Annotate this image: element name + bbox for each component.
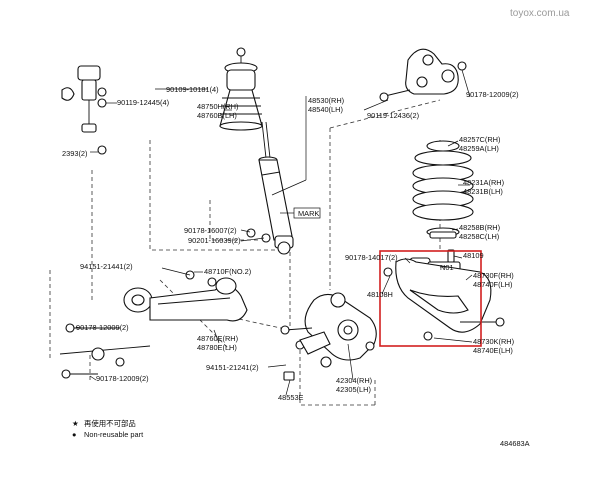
label-94151-21441: 94151-21441(2) (80, 262, 133, 271)
legend-text-jp: 再使用不可部品 (84, 419, 136, 428)
label-48740F: 48740F(LH) (473, 280, 512, 289)
label-48108H: 48108H (367, 290, 393, 299)
label-90178-12009-left: 90178-12009(2) (76, 323, 129, 332)
label-mark: MARK (298, 209, 319, 218)
stabilizer-link-part (61, 65, 107, 155)
legend: ★ 再使用不可部品 ● Non-reusable part (72, 419, 143, 439)
highlight-box (379, 250, 482, 347)
label-90109-10181: 90109-10181(4) (166, 85, 219, 94)
label-48780E: 48780E(LH) (197, 343, 237, 352)
label-48231B: 48231B(LH) (463, 187, 503, 196)
label-90119-12445: 90119-12445(4) (117, 98, 169, 107)
label-N01: N01 (440, 263, 454, 272)
label-90178-14017: 90178-14017(2) (345, 253, 398, 262)
shock-upper-mount-part (219, 47, 263, 131)
label-48553E: 48553E (278, 393, 304, 402)
label-42304: 42304(RH) (336, 376, 372, 385)
label-48258B: 48258B(RH) (459, 223, 500, 232)
label-48258C: 48258C(LH) (459, 232, 499, 241)
label-90178-12009-bottom: 90178-12009(2) (96, 374, 149, 383)
legend-symbol-dot: ● (72, 430, 76, 439)
diagram-id: 484683A (500, 439, 530, 448)
mark-callout: MARK (293, 207, 321, 219)
label-2393: 2393(2) (62, 149, 87, 158)
shock-absorber-part (246, 121, 294, 255)
label-48259A: 48259A(LH) (459, 144, 499, 153)
label-48540: 48540(LH) (308, 105, 343, 114)
label-48730K: 48730K(RH) (473, 337, 514, 346)
label-48231A: 48231A(RH) (463, 178, 504, 187)
legend-text-en: Non-reusable part (84, 430, 143, 439)
upper-bracket-part (379, 48, 467, 102)
coil-spring-part (412, 140, 474, 239)
label-48760B: 48760B(LH) (197, 111, 237, 120)
leader-lines (75, 69, 473, 396)
label-90201-16039: 90201-16039(2) (188, 236, 241, 245)
label-48109: 48109 (463, 251, 484, 260)
label-90119-12436: 90119-12436(2) (367, 111, 419, 120)
knuckle-part (280, 292, 377, 381)
label-48730F: 48730F(RH) (473, 271, 514, 280)
part-labels: 90109-10181(4) 90119-12445(4) 2393(2) 48… (62, 85, 519, 402)
watermark: toyox.com.ua (510, 8, 570, 19)
label-94151-21241: 94151-21241(2) (206, 363, 259, 372)
label-48740E: 48740E(LH) (473, 346, 513, 355)
label-48257C: 48257C(RH) (459, 135, 501, 144)
label-48710F: 48710F(NO.2) (204, 267, 251, 276)
label-48750H: 48750H(RH) (197, 102, 239, 111)
label-48760E: 48760E(RH) (197, 334, 238, 343)
lateral-link-part (59, 345, 151, 379)
lower-arm-part (383, 249, 505, 341)
trailing-arm-part (65, 270, 248, 333)
label-42305: 42305(LH) (336, 385, 371, 394)
label-90178-12009-top: 90178-12009(2) (466, 90, 519, 99)
legend-symbol-star: ★ (72, 419, 79, 428)
label-48530: 48530(RH) (308, 96, 344, 105)
label-90178-16007: 90178-16007(2) (184, 226, 237, 235)
